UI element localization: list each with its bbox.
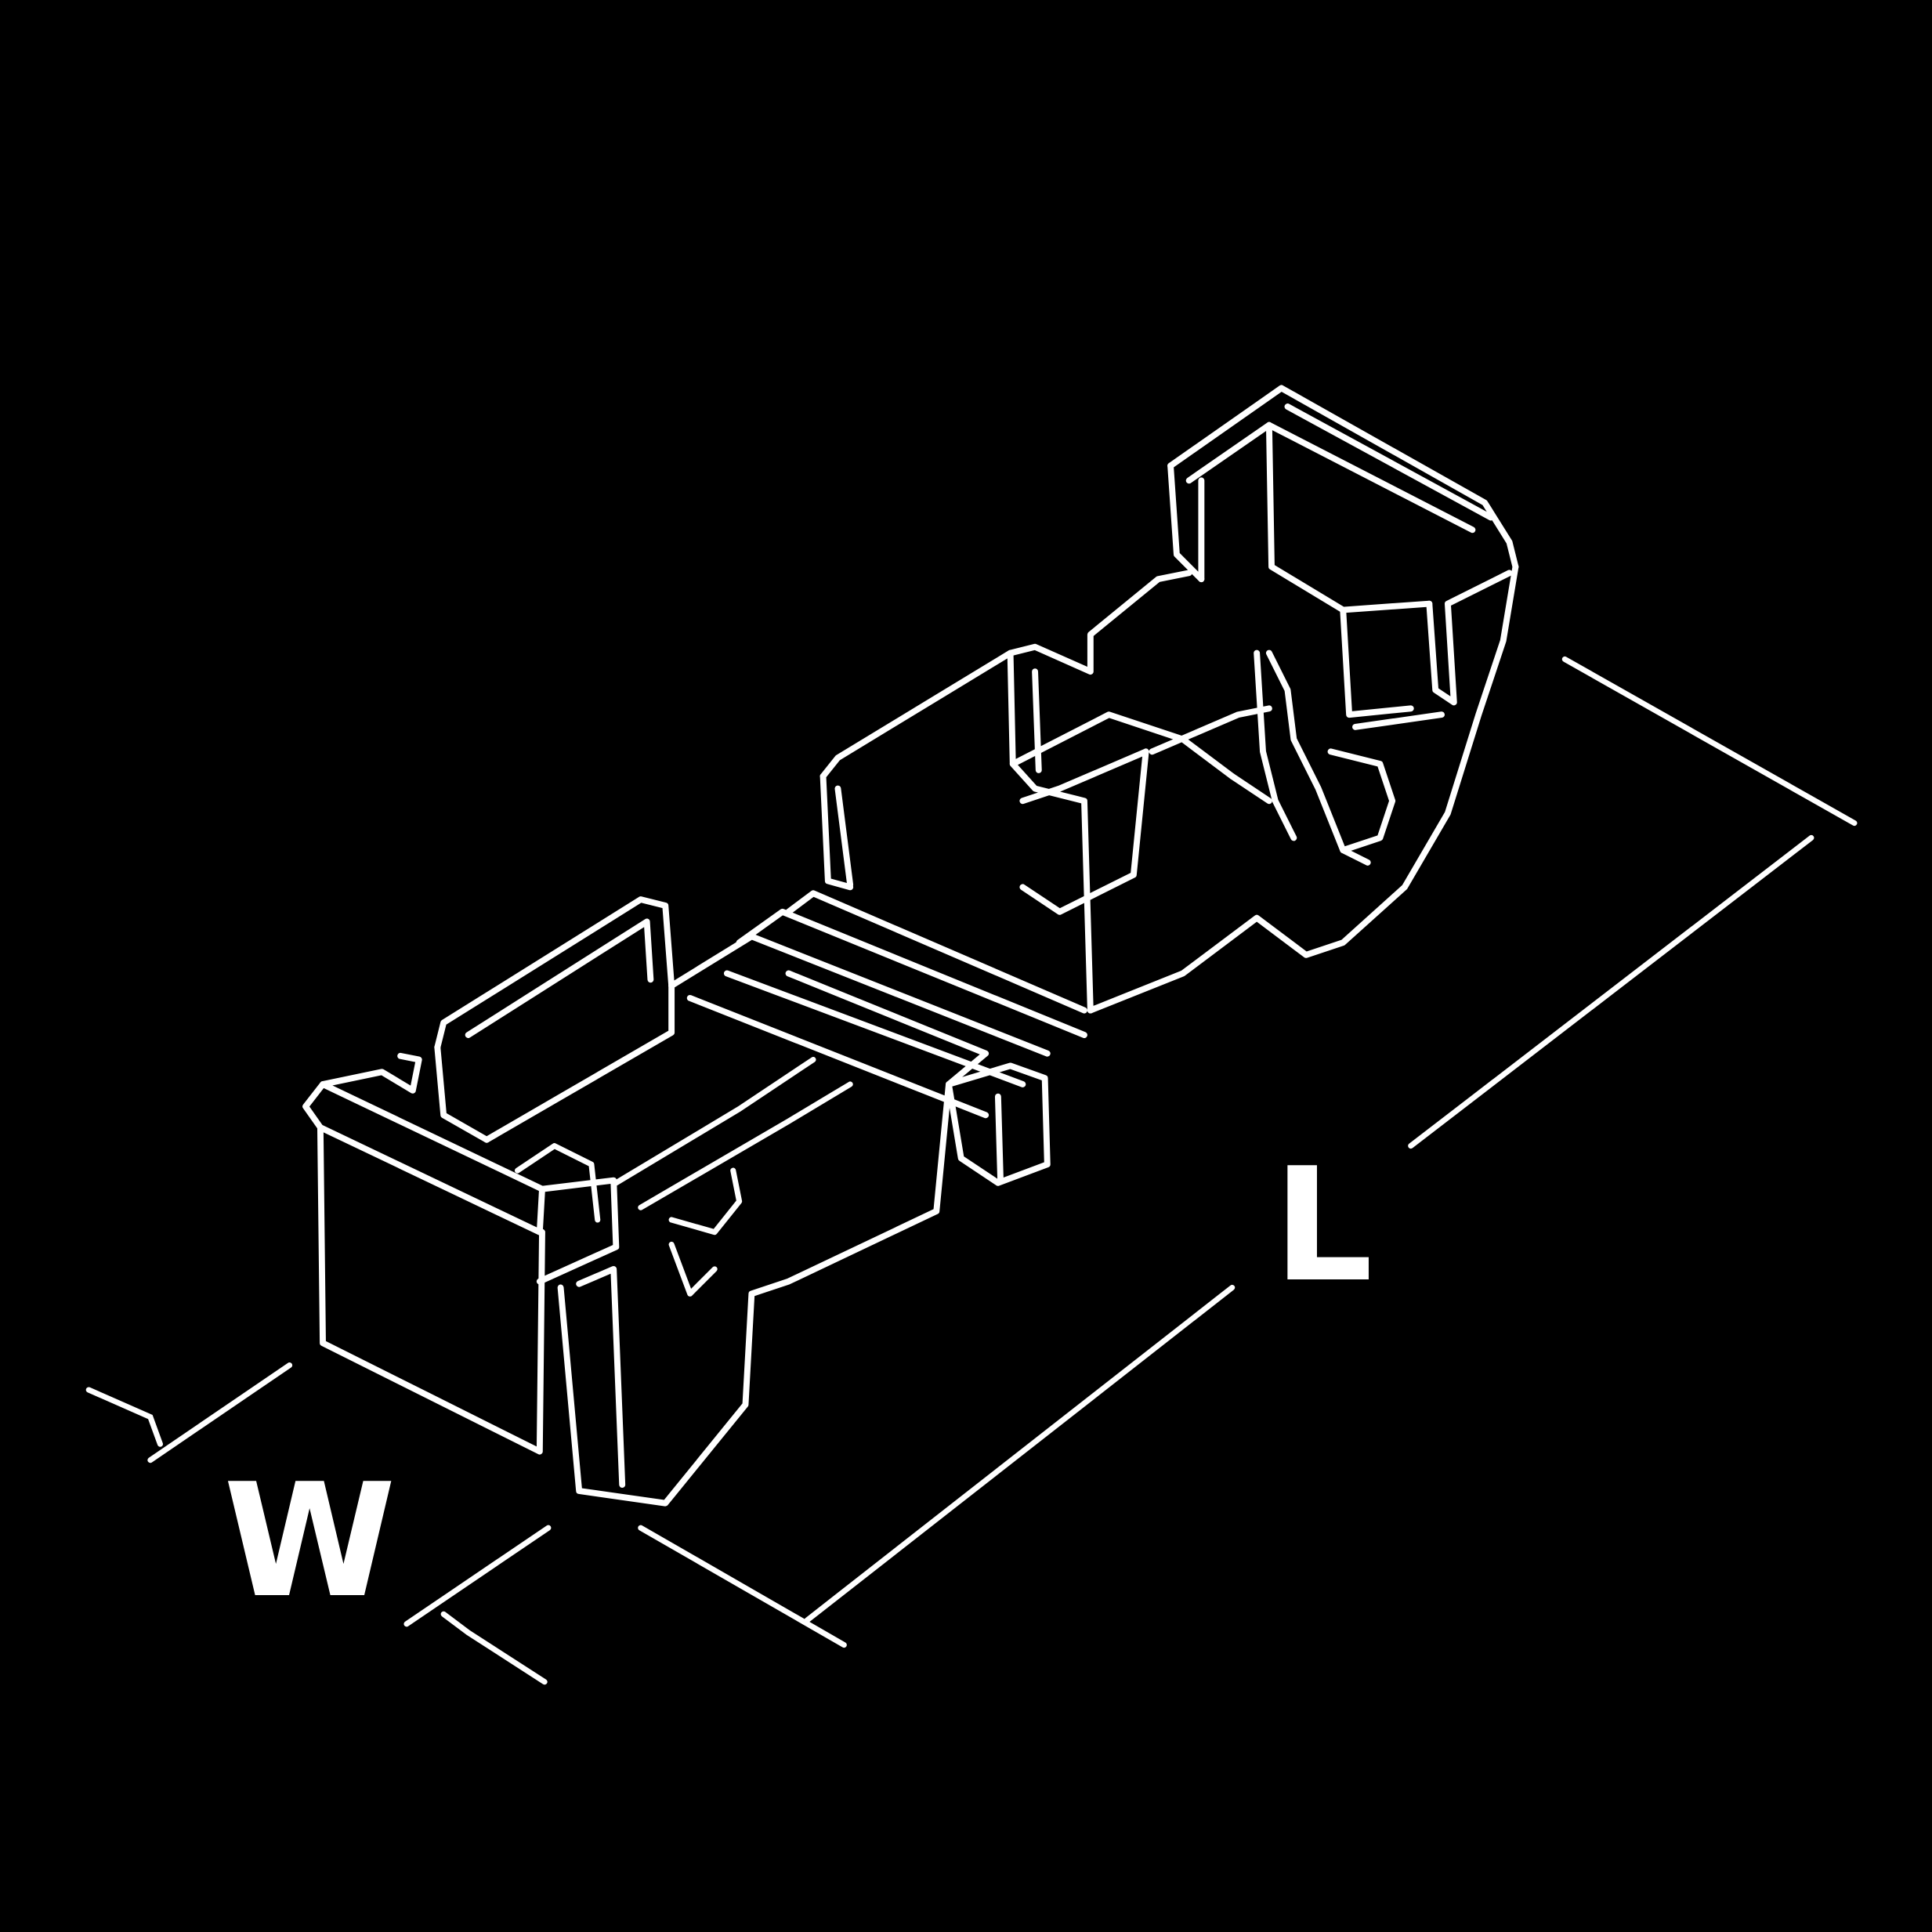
width-label: W [223,1450,396,1633]
width-arrow-left [147,1362,293,1463]
width-arrow-right [403,1525,552,1627]
side-post [946,1062,1051,1186]
front-wall [434,896,675,1143]
rear-wall [819,563,1519,1014]
length-arrow-far [1408,834,1814,1149]
length-extension-line-near [638,1525,847,1648]
middle-channel [514,890,1087,1297]
length-dimension [638,656,1858,1648]
rear-cap [1149,385,1519,866]
length-arrow-near [804,1284,1236,1623]
front-block [302,1044,952,1507]
width-extension-line-left [85,1387,163,1447]
width-extension-line-right [440,1611,548,1685]
length-label: L [1273,1134,1373,1317]
width-dimension [85,1362,552,1685]
length-extension-line-far [1561,656,1858,827]
